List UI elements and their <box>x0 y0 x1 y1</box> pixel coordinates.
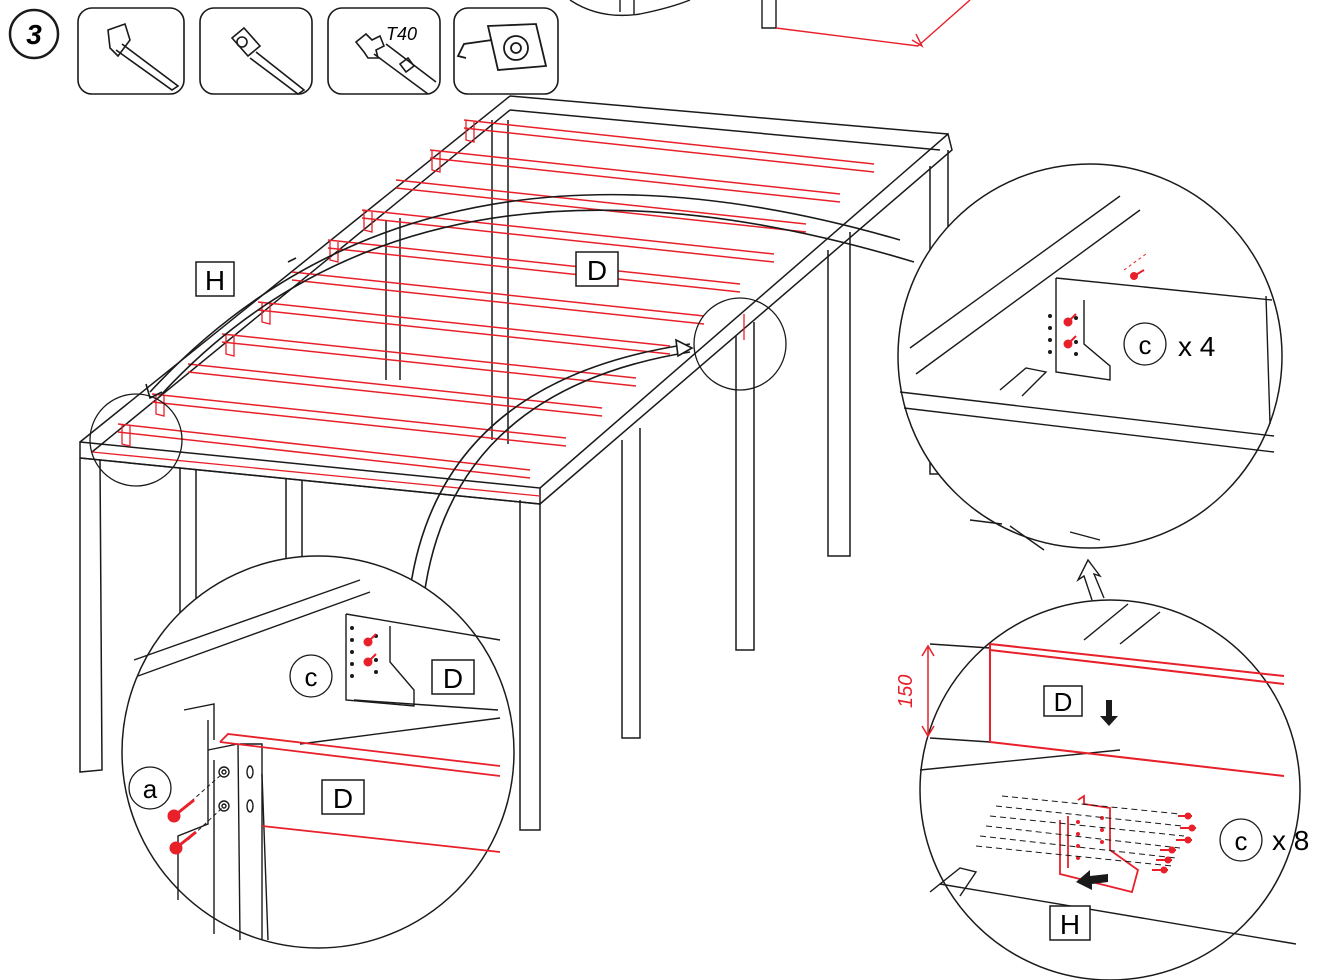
tool-torx-bit: T40 <box>327 7 441 95</box>
step-badge: 3 <box>8 8 60 60</box>
label-d-br: D <box>1054 687 1073 717</box>
tool-screwdriver-bit <box>199 7 313 95</box>
label-d-bl-top: D <box>443 663 463 694</box>
label-c-bl: c <box>305 662 318 692</box>
label-joist-main: D <box>575 251 619 287</box>
label-c-tr: c <box>1139 330 1152 360</box>
detail-arrow-bottom <box>409 338 694 597</box>
torx-size-label: T40 <box>386 24 417 44</box>
sweep-arrow <box>145 193 915 400</box>
label-header-beam-main: H <box>195 261 235 297</box>
tool-tape-measure <box>453 7 559 95</box>
detail-br-header-label: H <box>1049 905 1091 941</box>
detail-link-arrow <box>1076 558 1105 601</box>
label-d-main: D <box>587 255 607 286</box>
screwdriver-bit-icon <box>230 26 306 95</box>
left-arrow-icon <box>1076 870 1108 890</box>
detail-bottom-right: 150 <box>895 599 1301 980</box>
detail-bl-screw-callout: c <box>289 654 333 698</box>
detail-marker-right <box>693 297 787 391</box>
label-a: a <box>143 774 158 804</box>
detail-bl-joist-label-top: D <box>431 659 475 695</box>
label-h-main: H <box>205 265 225 296</box>
detail-br-screw-callout: c x 8 <box>1219 818 1309 862</box>
quantity-br: x 8 <box>1272 825 1309 856</box>
detail-br-joist-label: D <box>1043 685 1083 717</box>
down-arrow-icon <box>1100 700 1118 726</box>
detail-tr-screw-callout: c x 4 <box>1123 322 1215 366</box>
tape-measure-icon <box>456 23 548 71</box>
detail-top-right <box>897 163 1283 551</box>
label-d-bl-bottom: D <box>333 783 353 814</box>
label-h-br: H <box>1060 909 1080 940</box>
quantity-tr: x 4 <box>1178 331 1215 362</box>
joists <box>117 119 875 479</box>
torx-bit-icon <box>354 32 437 95</box>
front-beam-highlight <box>91 451 541 497</box>
detail-bottom-left <box>121 555 515 949</box>
label-c-br: c <box>1235 826 1248 856</box>
dimension-label: 150 <box>895 675 917 708</box>
detail-bl-bolt-callout: a <box>128 766 172 810</box>
detail-marker-left <box>89 393 183 487</box>
joist-hangers <box>121 120 745 447</box>
tool-hammer <box>77 7 185 95</box>
detail-bl-joist-label-bottom: D <box>321 779 365 815</box>
hammer-icon <box>107 22 180 91</box>
previous-step-fragment <box>569 0 971 48</box>
step-number: 3 <box>26 19 42 50</box>
